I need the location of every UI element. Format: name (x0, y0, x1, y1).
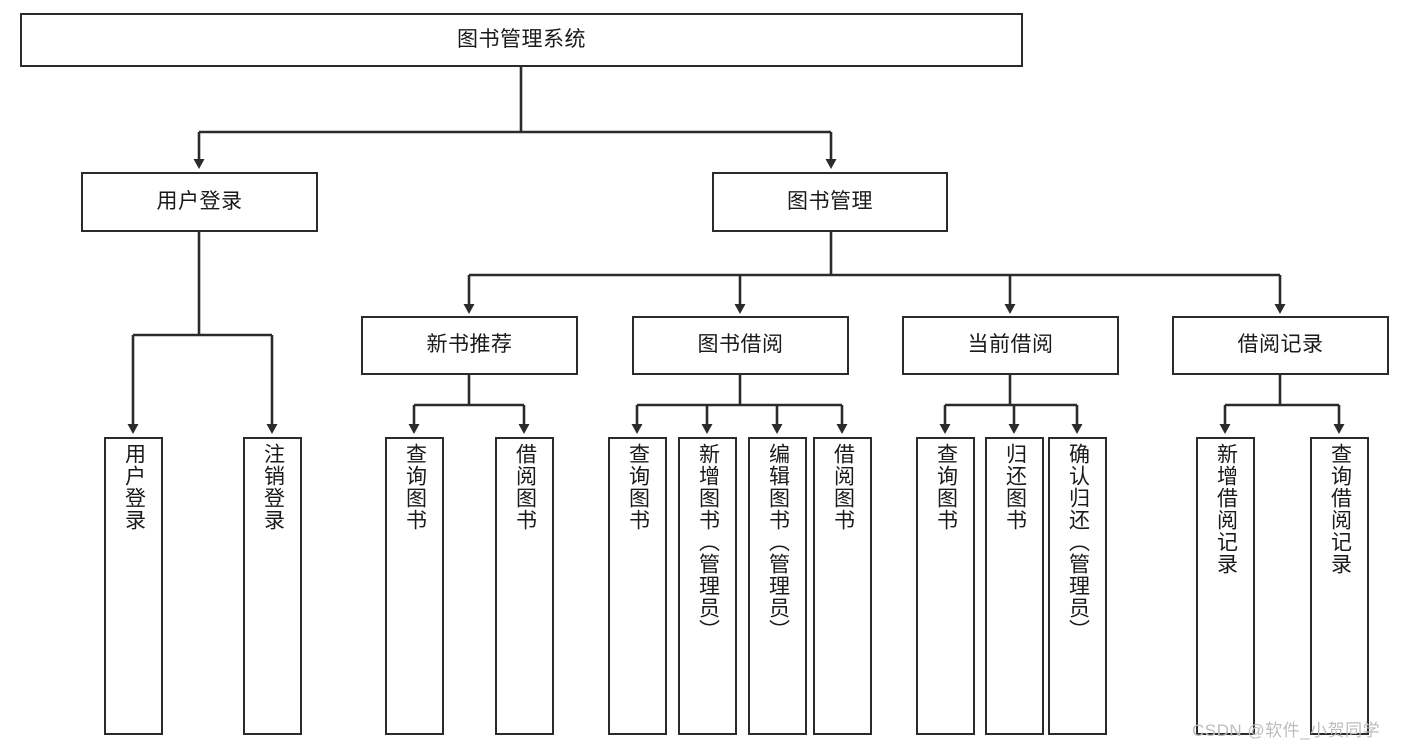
leaf-current-query-book[interactable]: 查询图书 (916, 437, 975, 735)
leaf-borrow-add-book-label: 新增图书（管理员） (696, 443, 720, 641)
node-root-label: 图书管理系统 (457, 27, 586, 51)
leaf-current-return-book[interactable]: 归还图书 (985, 437, 1044, 735)
leaf-user-login-label: 用户登录 (122, 443, 146, 531)
node-book-management-label: 图书管理 (787, 189, 873, 213)
leaf-current-confirm-return-label: 确认归还（管理员） (1066, 443, 1090, 641)
leaf-current-query-book-label: 查询图书 (934, 443, 958, 531)
leaf-borrow-borrow-book-label: 借阅图书 (831, 443, 855, 531)
leaf-borrow-query-book[interactable]: 查询图书 (608, 437, 667, 735)
leaf-current-return-book-label: 归还图书 (1003, 443, 1027, 531)
leaf-record-query-record-label: 查询借阅记录 (1328, 443, 1352, 575)
node-borrow-record-label: 借阅记录 (1237, 333, 1324, 357)
leaf-user-login[interactable]: 用户登录 (104, 437, 163, 735)
leaf-newbook-borrow-book[interactable]: 借阅图书 (495, 437, 554, 735)
node-new-book-recommend-label: 新书推荐 (426, 333, 513, 357)
leaf-borrow-add-book[interactable]: 新增图书（管理员） (678, 437, 737, 735)
node-book-borrow[interactable]: 图书借阅 (632, 316, 849, 375)
node-current-borrow[interactable]: 当前借阅 (902, 316, 1119, 375)
csdn-watermark: CSDN @软件_小贺同学 (1192, 721, 1381, 740)
node-user-login-label: 用户登录 (156, 189, 243, 213)
leaf-current-confirm-return[interactable]: 确认归还（管理员） (1048, 437, 1107, 735)
leaf-newbook-query-book[interactable]: 查询图书 (385, 437, 444, 735)
node-borrow-record[interactable]: 借阅记录 (1172, 316, 1389, 375)
leaf-newbook-borrow-book-label: 借阅图书 (513, 443, 537, 531)
leaf-user-logout[interactable]: 注销登录 (243, 437, 302, 735)
leaf-newbook-query-book-label: 查询图书 (403, 443, 427, 531)
node-book-management[interactable]: 图书管理 (712, 172, 948, 232)
node-current-borrow-label: 当前借阅 (967, 333, 1054, 357)
node-root[interactable]: 图书管理系统 (20, 13, 1023, 67)
node-user-login[interactable]: 用户登录 (81, 172, 318, 232)
leaf-user-logout-label: 注销登录 (261, 443, 285, 531)
leaf-record-add-record[interactable]: 新增借阅记录 (1196, 437, 1255, 735)
node-book-borrow-label: 图书借阅 (697, 333, 784, 357)
leaf-borrow-borrow-book[interactable]: 借阅图书 (813, 437, 872, 735)
leaf-record-add-record-label: 新增借阅记录 (1214, 443, 1238, 575)
leaf-borrow-edit-book[interactable]: 编辑图书（管理员） (748, 437, 807, 735)
leaf-record-query-record[interactable]: 查询借阅记录 (1310, 437, 1369, 735)
leaf-borrow-query-book-label: 查询图书 (626, 443, 650, 531)
node-new-book-recommend[interactable]: 新书推荐 (361, 316, 578, 375)
leaf-borrow-edit-book-label: 编辑图书（管理员） (766, 443, 790, 641)
